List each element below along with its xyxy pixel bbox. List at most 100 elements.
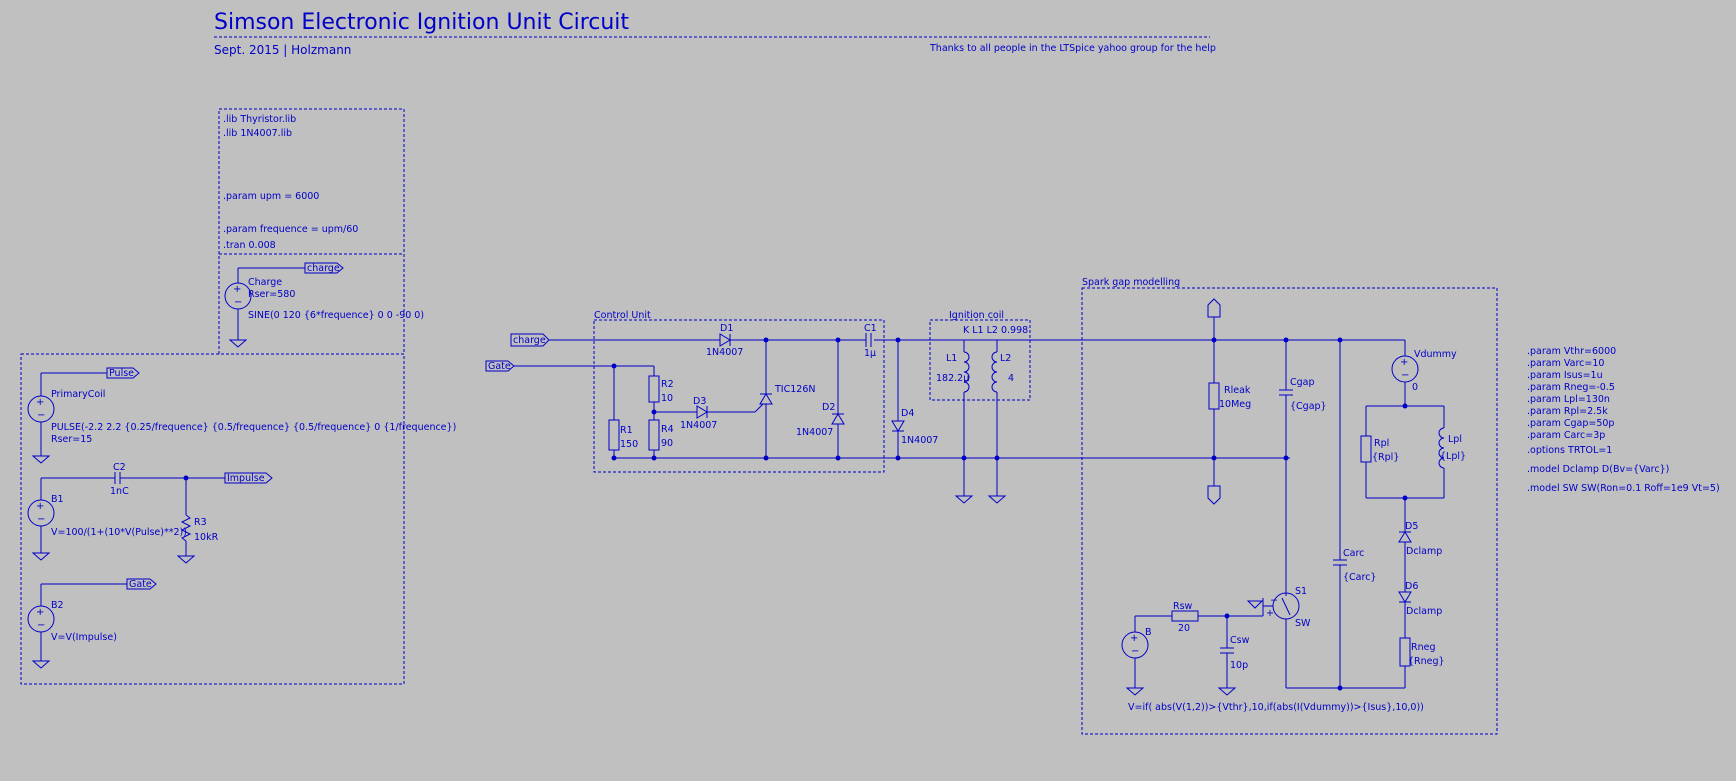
vdummy-name: Vdummy [1414,349,1457,360]
r4-name: R4 [661,424,674,435]
c2-value: 1nC [110,486,129,497]
r4-value: 90 [661,438,673,449]
b2-source[interactable]: +− [27,583,127,669]
b1-source[interactable]: +− [27,477,115,561]
d5-diode[interactable] [1398,498,1412,592]
param-isus: .param Isus=1u [1527,370,1603,381]
d4-diode[interactable] [891,340,905,458]
csw-name: Csw [1230,635,1250,646]
c1-value: 1µ [864,348,876,359]
vdummy-source[interactable]: +− [1391,340,1419,406]
carc-name: Carc [1343,548,1364,559]
rsw-name: Rsw [1173,601,1193,612]
lpl-name: Lpl [1448,434,1462,445]
param-rpl: .param Rpl=2.5k [1527,406,1608,417]
l2-name: L2 [1000,353,1011,364]
vdummy-value: 0 [1412,382,1418,393]
b1-value: V=100/(1+(10*V(Pulse)**2)) [51,527,187,538]
d2-diode[interactable] [831,340,845,458]
pulse-netlabel: Pulse [106,367,140,379]
s1-plus: + [1266,608,1274,619]
r3-resistor[interactable] [176,478,196,564]
carc-value: {Carc} [1343,572,1376,583]
model-dclamp: .model Dclamp D(Bv={Varc}) [1527,464,1669,475]
charge-source[interactable]: +− [224,267,305,348]
rneg-name: Rneg [1411,642,1436,653]
charge-name: Charge [248,277,282,288]
cgap-name: Cgap [1290,377,1315,388]
params-block: .param Vthr=6000 .param Varc=10 .param I… [1527,346,1720,494]
r1-value: 150 [620,439,638,450]
spark-gap-box [1081,287,1498,735]
param-varc: .param Varc=10 [1527,358,1604,369]
svg-text:+: + [1400,357,1408,368]
control-unit-label: Control Unit [594,310,651,321]
d6-diode[interactable] [1398,591,1412,638]
param-frequence: .param frequence = upm/60 [223,224,358,235]
r2-resistor[interactable] [648,375,660,403]
d3-diode[interactable] [696,405,708,419]
c1-name: C1 [864,323,877,334]
lpl-value: {Lpl} [1440,451,1466,462]
param-upm: .param upm = 6000 [223,191,319,202]
d4-value: 1N4007 [901,435,938,446]
l1-name: L1 [946,353,957,364]
svg-text:+: + [233,284,241,295]
d6-value: Dclamp [1406,606,1442,617]
d1-name: D1 [720,323,733,334]
carc-capacitor[interactable] [1333,340,1347,688]
svg-text:charge: charge [513,335,546,346]
model-sw: .model SW SW(Ron=0.1 Roff=1e9 Vt=5) [1527,483,1720,494]
charge-rser: Rser=580 [248,289,295,300]
param-rneg: .param Rneg=-0.5 [1527,382,1615,393]
c2-capacitor[interactable] [114,472,225,484]
rleak-resistor[interactable] [1208,382,1220,410]
s1-minus: − [1270,595,1278,606]
rleak-name: Rleak [1224,385,1251,396]
rpl-value: {Rpl} [1372,452,1399,463]
primarycoil-name: PrimaryCoil [51,389,105,400]
d2-name: D2 [822,402,835,413]
svg-text:+: + [36,501,44,512]
svg-text:−: − [37,514,45,525]
b-source-expression: V=if( abs(V(1,2))>{Vthr},10,if(abs(I(Vdu… [1128,702,1424,713]
svg-text:+: + [36,397,44,408]
schematic-title: Simson Electronic Ignition Unit Circuit [214,10,629,35]
node1-flag [1207,298,1221,340]
s1-name: S1 [1295,586,1307,597]
svg-text:−: − [234,297,242,308]
csw-capacitor[interactable] [1217,616,1237,696]
r1-resistor[interactable] [608,419,620,451]
d1-value: 1N4007 [706,347,743,358]
charge-value: SINE(0 120 {6*frequence} 0 0 -90 0) [248,310,424,321]
d1-diode[interactable] [719,333,731,347]
l2-inductor[interactable] [987,340,1007,504]
cgap-capacitor[interactable] [1279,340,1293,596]
ignition-coil-label: Ignition coil [949,310,1004,321]
tic126n-name: TIC126N [774,384,815,395]
d5-name: D5 [1405,521,1418,532]
rsw-resistor[interactable] [1171,610,1199,622]
gate-netlabel-b2: Gate [126,578,157,590]
lpl-inductor[interactable] [1438,406,1445,498]
b2-value: V=V(Impulse) [51,632,117,643]
options-trtol: .options TRTOL=1 [1527,445,1612,456]
l1-inductor[interactable] [954,340,974,504]
rpl-resistor[interactable] [1360,435,1372,463]
r4-resistor[interactable] [648,419,660,451]
d2-value: 1N4007 [796,427,833,438]
svg-text:charge: charge [307,263,340,274]
b-source[interactable]: +− [1121,615,1172,696]
primarycoil-rser: Rser=15 [51,434,92,445]
l2-junction [994,455,1000,461]
c1-capacitor[interactable] [865,333,872,347]
svg-text:Pulse: Pulse [109,368,134,379]
r3-value: 10kR [194,532,219,543]
d3-value: 1N4007 [680,420,717,431]
svg-text:−: − [37,620,45,631]
svg-text:Impulse: Impulse [227,473,265,484]
primarycoil-source[interactable]: +− [27,372,107,464]
s1-switch[interactable] [1246,592,1300,688]
tic126n-thyristor[interactable] [759,340,773,458]
